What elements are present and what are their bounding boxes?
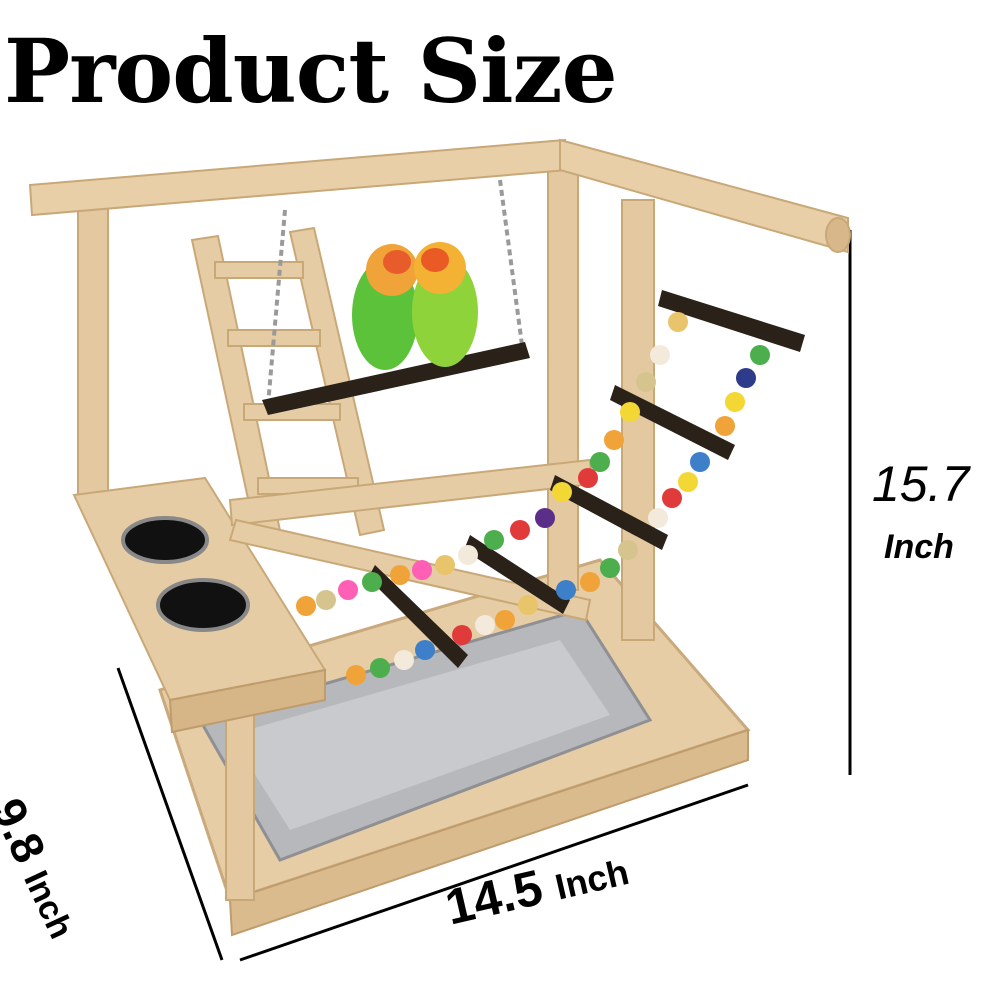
depth-dimension-line — [116, 667, 224, 961]
page-title: Product Size — [4, 19, 618, 123]
bead-ladder — [296, 290, 805, 685]
cross-bars — [228, 458, 594, 622]
top-bars — [28, 138, 851, 254]
swing — [262, 179, 530, 415]
height-value: 15.7 — [872, 456, 970, 512]
feeder-platform — [72, 476, 327, 734]
lovebirds — [352, 242, 478, 370]
height-unit: Inch — [884, 528, 954, 566]
width-dimension-line — [239, 783, 749, 962]
